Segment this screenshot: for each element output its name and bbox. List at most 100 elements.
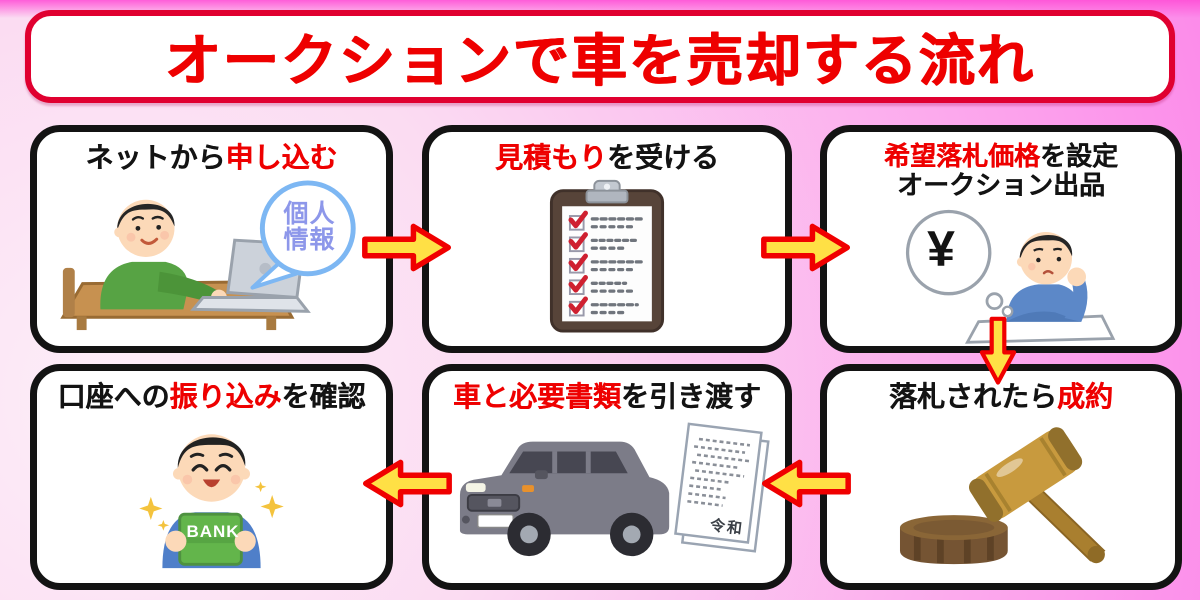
step5-title-red: 車と必要書類 [452, 381, 621, 412]
step4-title-red: 振り込み [169, 381, 282, 412]
step6-title: 落札されたら成約 [889, 381, 1113, 412]
eyebrow [131, 216, 144, 222]
step4-title-black: 口座への [57, 381, 170, 412]
blush [230, 475, 241, 485]
eyebrow [1052, 247, 1063, 252]
person-head [116, 200, 174, 258]
step1-title-black: ネットから [85, 142, 226, 173]
person-body [1006, 284, 1082, 322]
person-arm [157, 272, 219, 304]
speech-bubble [259, 180, 356, 277]
eyebrow [1033, 248, 1044, 252]
blush [159, 231, 169, 241]
person-at-laptop-illustration [59, 180, 356, 331]
blush [1028, 263, 1036, 271]
step2-title-black2: を受ける [607, 142, 720, 173]
step1-title-red: 申し込む [225, 142, 338, 173]
set-price-illustration: ¥ [876, 204, 1126, 346]
step5-title-black2: を引き渡す [621, 381, 762, 412]
contract-illustration [876, 416, 1126, 568]
eye [1056, 257, 1062, 262]
person-hair [116, 204, 175, 231]
person-hair [1019, 235, 1073, 261]
confirm-transfer-illustration: BANK [119, 416, 304, 572]
desk-leg [76, 316, 87, 331]
eye [135, 226, 140, 232]
handover-illustration: 令和 [442, 416, 772, 566]
desk-leg [265, 316, 276, 331]
step2-title: 見積もりを受ける [495, 142, 719, 173]
person-hand [1067, 267, 1087, 287]
step-apply-online: ネットから申し込む [30, 125, 393, 353]
clip [585, 190, 629, 204]
thought-bubble [905, 210, 992, 296]
person-ear [113, 227, 124, 238]
step-contract-on-winning-bid: 落札されたら成約 [820, 364, 1182, 590]
step1-title: ネットから申し込む [85, 142, 337, 173]
bank-book-band [181, 537, 240, 544]
happy-closed-eye [214, 464, 232, 472]
sparkle [139, 497, 163, 521]
person-hand [165, 530, 187, 553]
gavel-handle [1023, 488, 1106, 564]
step6-title-red: 成約 [1057, 381, 1114, 412]
person-raised-arm [1064, 275, 1088, 322]
laptop-base [189, 296, 311, 314]
person-ear [172, 468, 185, 480]
open-smiling-mouth [202, 479, 221, 488]
mouth [1042, 270, 1054, 275]
step2-title-red: 見積もり [494, 142, 607, 173]
chair [62, 268, 75, 318]
eyebrow [151, 216, 164, 221]
step3-title-line1: 希望落札価格を設定 [883, 141, 1119, 171]
step6-title-black: 落札されたら [888, 381, 1057, 412]
checklist-clipboard-illustration [549, 180, 665, 333]
gavel-head [968, 427, 1083, 523]
step-receive-estimate: 見積もりを受ける [422, 125, 792, 353]
car-and-documents-illustration [459, 422, 770, 557]
person-arm-on-desk [1006, 311, 1082, 322]
blush [126, 233, 135, 243]
eye [1036, 258, 1041, 263]
step4-title-black2: を確認 [281, 381, 366, 412]
step3-title-red: 希望落札価格 [883, 141, 1040, 171]
apply-online-illustration: 個人情報 [47, 177, 377, 335]
sparkle [157, 520, 170, 531]
arrow-step3-to-step6-down [979, 316, 1017, 385]
eyebrow [189, 453, 205, 459]
yen-symbol-text: ¥ [927, 221, 955, 278]
happy-closed-eye [191, 464, 209, 472]
arrow-step5-to-step4 [363, 459, 452, 508]
person-hand [234, 530, 256, 553]
eye [155, 225, 161, 231]
sound-block [899, 515, 1008, 565]
auction-gavel-illustration [899, 427, 1106, 565]
step5-title: 車と必要書類を引き渡す [453, 381, 761, 412]
step-confirm-bank-transfer: 口座への振り込みを確認 [30, 364, 393, 590]
arrow-step1-to-step2 [362, 223, 451, 272]
title-banner: オークションで車を売却する流れ [25, 10, 1175, 103]
person-with-bankbook-illustration [139, 434, 284, 569]
arrow-step2-to-step3 [761, 223, 850, 272]
step3-title-line2: オークション出品 [896, 170, 1105, 201]
step4-title: 口座への振り込みを確認 [57, 381, 365, 412]
step-set-price-and-list: 希望落札価格を設定 オークション出品 [820, 125, 1182, 353]
step-handover-car-and-documents: 車と必要書類を引き渡す [422, 364, 792, 590]
personal-info-bubble-text: 個人情報 [283, 200, 336, 255]
page-title: オークションで車を売却する流れ [165, 29, 1035, 92]
arrow-step6-to-step5 [762, 459, 851, 508]
step3-title: 希望落札価格を設定 オークション出品 [883, 141, 1119, 201]
clip-hole [603, 183, 611, 191]
thought-bubble-dot [1001, 305, 1014, 318]
person-head [177, 434, 246, 503]
transfer-documents [674, 422, 770, 554]
blush [182, 475, 193, 485]
mouth [139, 238, 158, 246]
bank-book-label: BANK [186, 522, 240, 542]
sparkle [260, 495, 284, 519]
step3-title-black: を設定 [1040, 141, 1119, 171]
estimate-illustration [543, 177, 671, 335]
person-ear [238, 468, 251, 480]
thinking-person-illustration [905, 210, 1116, 344]
person-hair [177, 437, 246, 469]
